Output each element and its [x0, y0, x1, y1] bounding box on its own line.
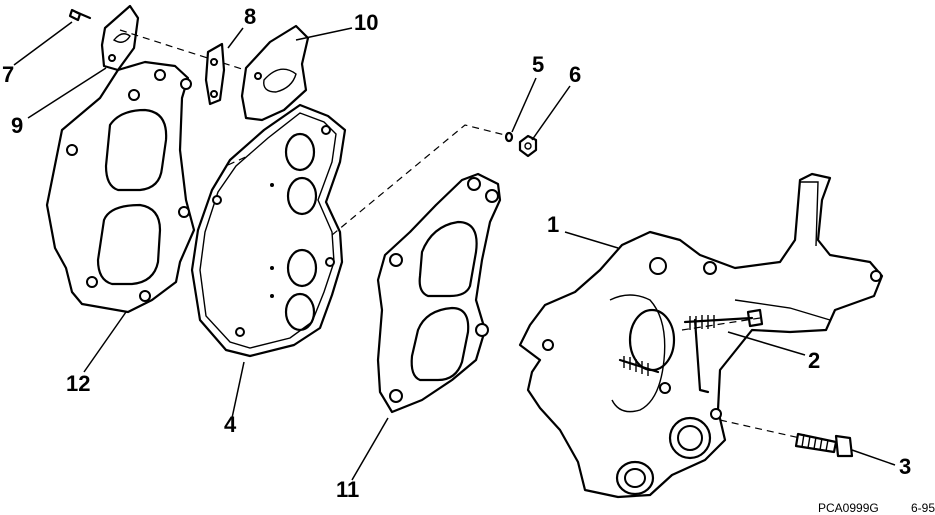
part-1-housing: [518, 172, 884, 499]
callout-9: 9: [11, 113, 23, 138]
callout-4: 4: [224, 412, 237, 437]
callout-6: 6: [569, 62, 581, 87]
callout-8: 8: [244, 4, 256, 29]
part-7-screw: [68, 8, 92, 22]
part-4-plate: [190, 103, 347, 358]
date-code: 6-95: [911, 501, 935, 515]
leader-lines: [13, 21, 896, 481]
reference-code: PCA0999G: [818, 501, 879, 515]
part-9-cover-plate: [100, 4, 140, 72]
part-5-washer: [504, 131, 514, 143]
callout-10: 10: [354, 10, 378, 35]
callout-3: 3: [899, 454, 911, 479]
callout-1: 1: [547, 212, 559, 237]
callout-2: 2: [808, 348, 820, 373]
callout-7: 7: [2, 62, 14, 87]
part-10-gasket: [240, 24, 310, 122]
callout-11: 11: [336, 477, 359, 502]
callout-5: 5: [532, 52, 544, 77]
part-11-gasket: [376, 172, 502, 414]
callout-labels: 1 2 3 4 5 6 7 8 9 10 11 12: [2, 4, 911, 502]
part-8-small-plate: [204, 42, 226, 106]
callout-12: 12: [66, 371, 90, 396]
part-2-stud: [683, 308, 764, 330]
part-12-gasket: [45, 60, 196, 314]
part-3-bolt: [794, 432, 854, 458]
part-6-nut: [518, 134, 538, 158]
